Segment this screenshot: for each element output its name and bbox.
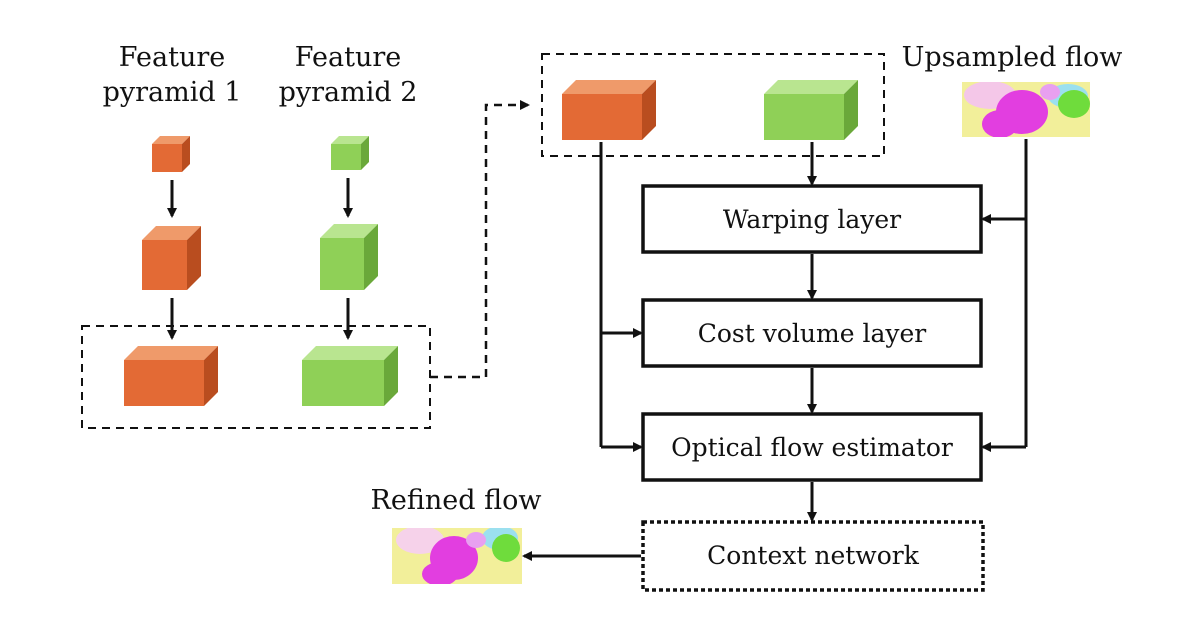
pyramid1-level-medium-cube	[142, 226, 201, 290]
pyramid2-level-small-cube	[331, 136, 369, 170]
pyramid2-label-line1: Feature	[295, 42, 401, 73]
pyramid1-label-line2: pyramid 1	[103, 77, 242, 108]
pyramid2-level-large-cube	[302, 346, 398, 406]
cost-volume-layer-label: Cost volume layer	[698, 319, 927, 348]
pyramid2-label-line2: pyramid 2	[279, 77, 418, 108]
pyramid1-level-large-cube	[124, 346, 218, 406]
level-connector-dashed-arrow	[430, 100, 530, 379]
refined-flow-image	[392, 528, 522, 584]
warping-layer-label: Warping layer	[723, 205, 901, 234]
pyramid1-label-line1: Feature	[119, 42, 225, 73]
upsampled-flow-image	[962, 82, 1090, 137]
current-level-dashed-group	[541, 53, 885, 157]
context-network-box	[641, 520, 985, 592]
cost-volume-layer-box	[641, 298, 983, 368]
current-level-feature2-cube	[764, 80, 858, 140]
pyramid2-level-medium-cube	[320, 224, 378, 290]
refined-flow-label: Refined flow	[371, 485, 542, 516]
pyramid1-level-small-cube	[152, 136, 190, 172]
optical-flow-estimator-label: Optical flow estimator	[671, 433, 953, 462]
context-network-label: Context network	[707, 541, 920, 570]
warping-layer-box	[641, 184, 983, 254]
current-level-feature1-cube	[562, 80, 656, 140]
upsampled-flow-label: Upsampled flow	[902, 42, 1123, 73]
